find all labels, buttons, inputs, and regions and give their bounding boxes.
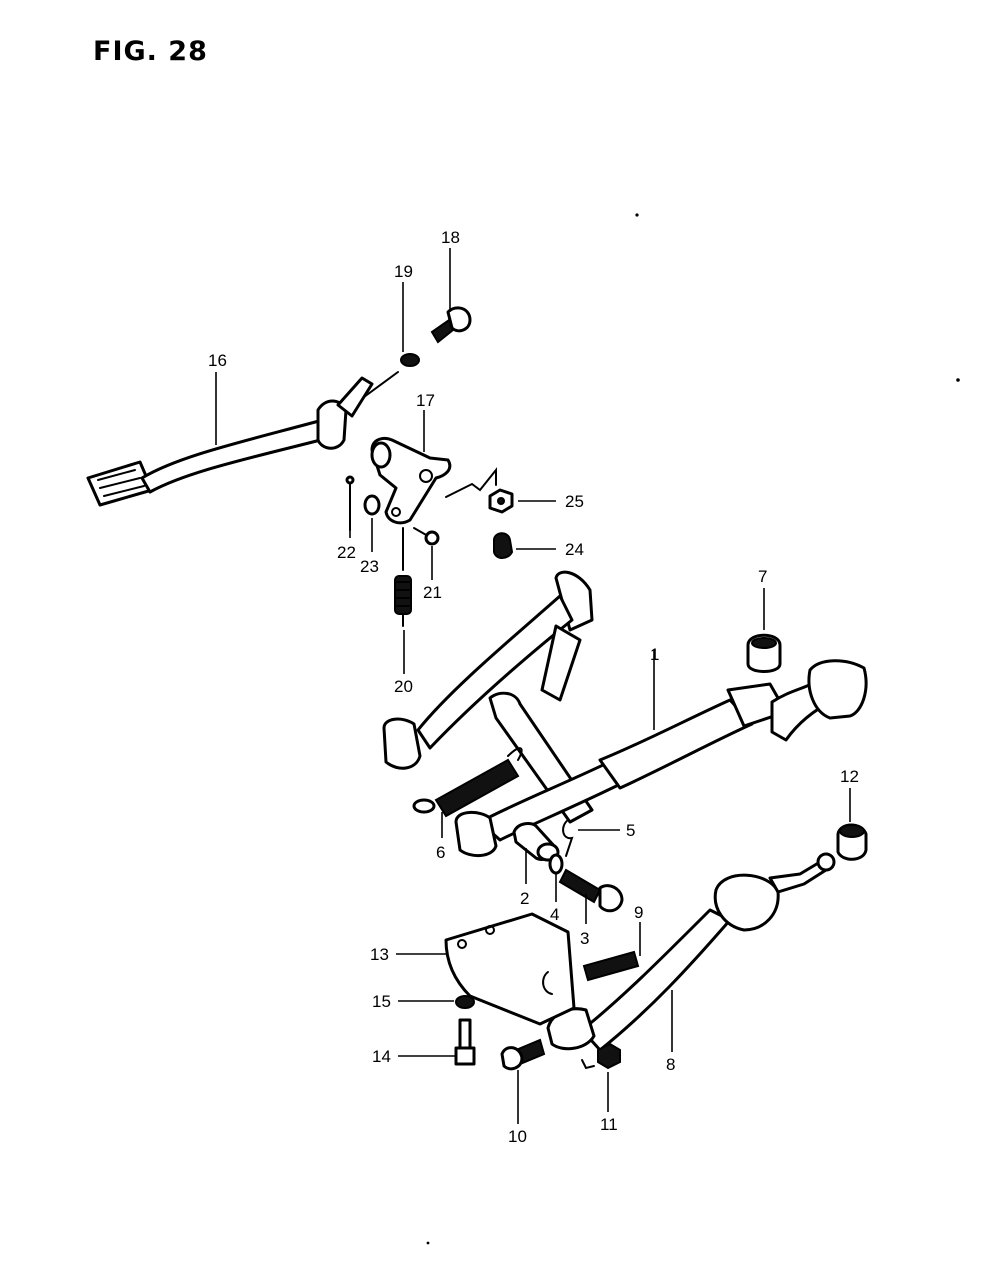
scan-speck bbox=[426, 1241, 430, 1245]
callout-5: 5 bbox=[626, 821, 635, 840]
callout-6: 6 bbox=[436, 843, 445, 862]
callout-18: 18 bbox=[441, 228, 460, 247]
callout-17: 17 bbox=[416, 391, 435, 410]
brake-cam-lever-drawing bbox=[370, 436, 497, 525]
callout-12: 12 bbox=[840, 767, 859, 786]
callout-2: 2 bbox=[520, 889, 529, 908]
bracket-washer-drawing bbox=[455, 995, 475, 1009]
callout-13: 13 bbox=[370, 945, 389, 964]
lever-nut-drawing bbox=[488, 488, 514, 514]
callout-7: 7 bbox=[758, 567, 767, 586]
callout-21: 21 bbox=[423, 583, 442, 602]
scan-speck bbox=[956, 378, 960, 382]
side-stand-nut-drawing bbox=[581, 1042, 621, 1070]
callout-16: 16 bbox=[208, 351, 227, 370]
callout-20: 20 bbox=[394, 677, 413, 696]
callout-15: 15 bbox=[372, 992, 391, 1011]
side-stand-drawing bbox=[546, 852, 836, 1052]
side-stand-bolt-drawing bbox=[500, 1038, 546, 1071]
bracket-bolt-drawing bbox=[454, 1018, 476, 1066]
side-stand-bracket-drawing bbox=[444, 912, 576, 1026]
side-stand-spring-drawing bbox=[582, 950, 640, 982]
washer-drawing bbox=[548, 853, 564, 875]
figure-title: FIG. 28 bbox=[93, 36, 208, 67]
stand-spring-drawing bbox=[412, 747, 523, 818]
lever-bolt-drawing bbox=[493, 532, 514, 559]
small-washer-drawing bbox=[363, 494, 381, 516]
callout-leaders bbox=[215, 248, 851, 1124]
callout-24: 24 bbox=[565, 540, 584, 559]
side-stand-cushion-drawing bbox=[836, 823, 868, 861]
callout-9: 9 bbox=[634, 903, 643, 922]
center-stand-drawing bbox=[382, 570, 868, 857]
callout-4: 4 bbox=[550, 905, 559, 924]
callout-22: 22 bbox=[337, 543, 356, 562]
callout-1: 1 bbox=[650, 645, 659, 664]
cotter-pin-drawing bbox=[562, 819, 574, 857]
callout-11: 11 bbox=[600, 1115, 618, 1134]
callout-14: 14 bbox=[372, 1047, 391, 1066]
callout-8: 8 bbox=[666, 1055, 675, 1074]
callout-23: 23 bbox=[360, 557, 379, 576]
callout-labels: 16 18 19 17 25 24 22 23 21 20 7 1 6 5 2 … bbox=[208, 228, 859, 1146]
lever-pin-drawing bbox=[413, 527, 440, 546]
callout-19: 19 bbox=[394, 262, 413, 281]
pedal-bolt-drawing bbox=[430, 306, 472, 344]
callout-10: 10 bbox=[508, 1127, 527, 1146]
stand-bolt-drawing bbox=[558, 868, 624, 913]
scan-speck bbox=[635, 213, 639, 217]
callout-3: 3 bbox=[580, 929, 589, 948]
return-spring-drawing bbox=[394, 527, 412, 627]
pedal-washer-drawing bbox=[400, 353, 420, 367]
stand-shaft-drawing bbox=[512, 822, 560, 862]
callout-25: 25 bbox=[565, 492, 584, 511]
stopper-cushion-drawing bbox=[746, 633, 782, 673]
brake-pedal-drawing bbox=[86, 371, 399, 507]
